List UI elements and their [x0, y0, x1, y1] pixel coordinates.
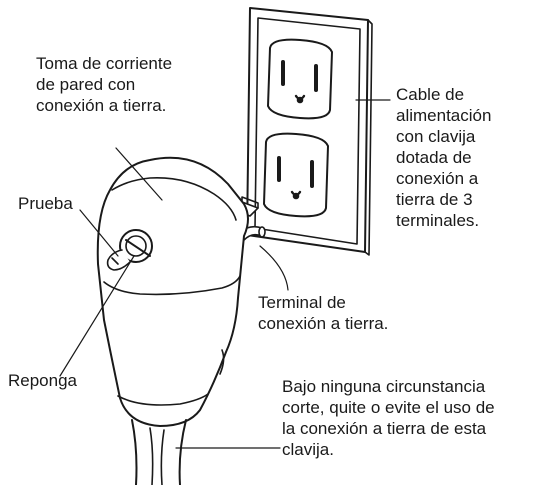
wall-outlet-label: Toma de corriente de pared con conexión …	[36, 53, 172, 116]
wall-outlet-label-line-1: Toma de corriente	[36, 54, 173, 73]
power-cord-label-line-2: alimentación	[396, 106, 492, 125]
power-cord-label-line-6: tierra de 3	[396, 190, 473, 209]
warning-label-line-1: Bajo ninguna circunstancia	[282, 377, 486, 396]
power-cord-label-line-5: conexión a	[396, 169, 479, 188]
power-cord-label: Cable de alimentación con clavija dotada…	[396, 84, 491, 231]
wall-outlet-plate	[246, 7, 373, 256]
warning-label: Bajo ninguna circunstancia corte, quite …	[282, 376, 495, 460]
ground-terminal-label-line-1: Terminal de	[258, 293, 346, 312]
reset-label: Reponga	[8, 371, 78, 390]
power-cord	[131, 419, 187, 485]
test-reset-button	[106, 229, 153, 271]
warning-label-line-2: corte, quite o evite el uso de	[282, 398, 495, 417]
warning-label-line-3: la conexión a tierra de esta	[282, 419, 487, 438]
power-cord-label-line-1: Cable de	[396, 85, 465, 104]
power-cord-label-line-3: con clavija	[396, 127, 476, 146]
ground-terminal-label: Terminal de conexión a tierra.	[258, 292, 388, 334]
test-label: Prueba	[18, 194, 73, 213]
gfci-plug-body	[96, 156, 249, 427]
leader-lines	[59, 99, 391, 449]
power-cord-label-line-4: dotada de	[396, 148, 472, 167]
wall-outlet-label-line-3: conexión a tierra.	[36, 96, 167, 115]
wall-outlet-label-line-2: de pared con	[36, 75, 136, 94]
warning-label-line-4: clavija.	[282, 440, 334, 459]
upper-receptacle	[267, 38, 333, 120]
ground-terminal-label-line-2: conexión a tierra.	[258, 314, 389, 333]
lower-receptacle	[263, 132, 329, 218]
power-cord-label-line-7: terminales.	[396, 211, 480, 230]
